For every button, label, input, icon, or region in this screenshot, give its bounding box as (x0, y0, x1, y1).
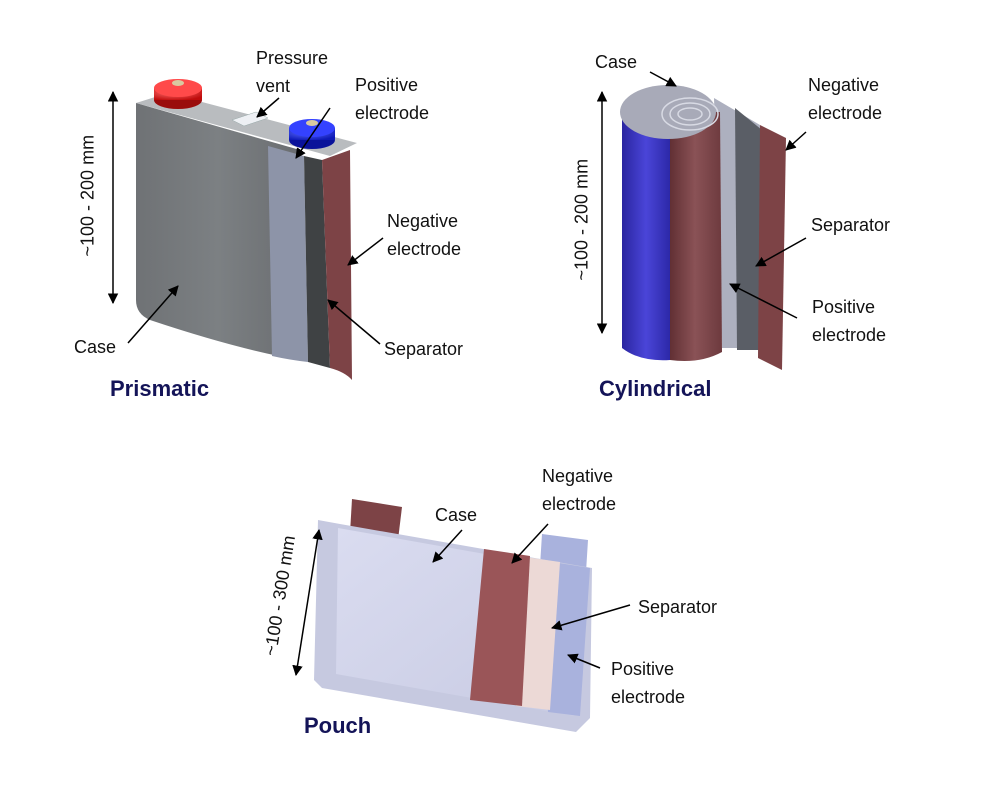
prismatic-cell (107, 79, 384, 380)
prismatic-positive-electrode-label: Positive electrode (355, 75, 430, 123)
cylindrical-title: Cylindrical (599, 376, 712, 401)
prismatic-pressure-vent-label: Pressure vent (256, 48, 329, 96)
cylindrical-separator-label: Separator (811, 215, 891, 235)
prismatic-dimension-label: ~100 - 200 mm (77, 134, 98, 257)
prismatic-separator-label: Separator (384, 339, 464, 359)
cylindrical-case-label: Case (595, 52, 638, 72)
prismatic-positive-electrode (268, 146, 308, 362)
prismatic-title: Prismatic (110, 376, 210, 401)
cylindrical-dimension-label: ~100 - 200 mm (571, 158, 592, 281)
cylindrical-negative-electrode-label: Negative electrode (808, 75, 883, 123)
cylindrical-case-body (622, 90, 670, 361)
cylindrical-positive-electrode-label: Positive electrode (812, 297, 887, 345)
cylindrical-cell (596, 71, 807, 370)
pouch-positive-electrode-label: Positive electrode (611, 659, 686, 707)
pouch-title: Pouch (304, 713, 372, 738)
prismatic-negative-electrode-label: Negative electrode (387, 211, 462, 259)
pouch-negative-electrode (470, 549, 530, 706)
pouch-negative-electrode-label: Negative electrode (542, 466, 617, 514)
cylindrical-negative-electrode-sheet (758, 125, 786, 370)
cylindrical-electrode-roll (668, 112, 722, 361)
positive-terminal-icon (154, 79, 202, 109)
pouch-separator-label: Separator (638, 597, 718, 617)
prismatic-case-label: Case (74, 337, 117, 357)
prismatic-negative-electrode (322, 150, 352, 380)
pouch-dimension-arrow (292, 528, 323, 677)
prismatic-separator (304, 156, 330, 368)
pouch-case-label: Case (435, 505, 478, 525)
pouch-cell (292, 499, 631, 732)
